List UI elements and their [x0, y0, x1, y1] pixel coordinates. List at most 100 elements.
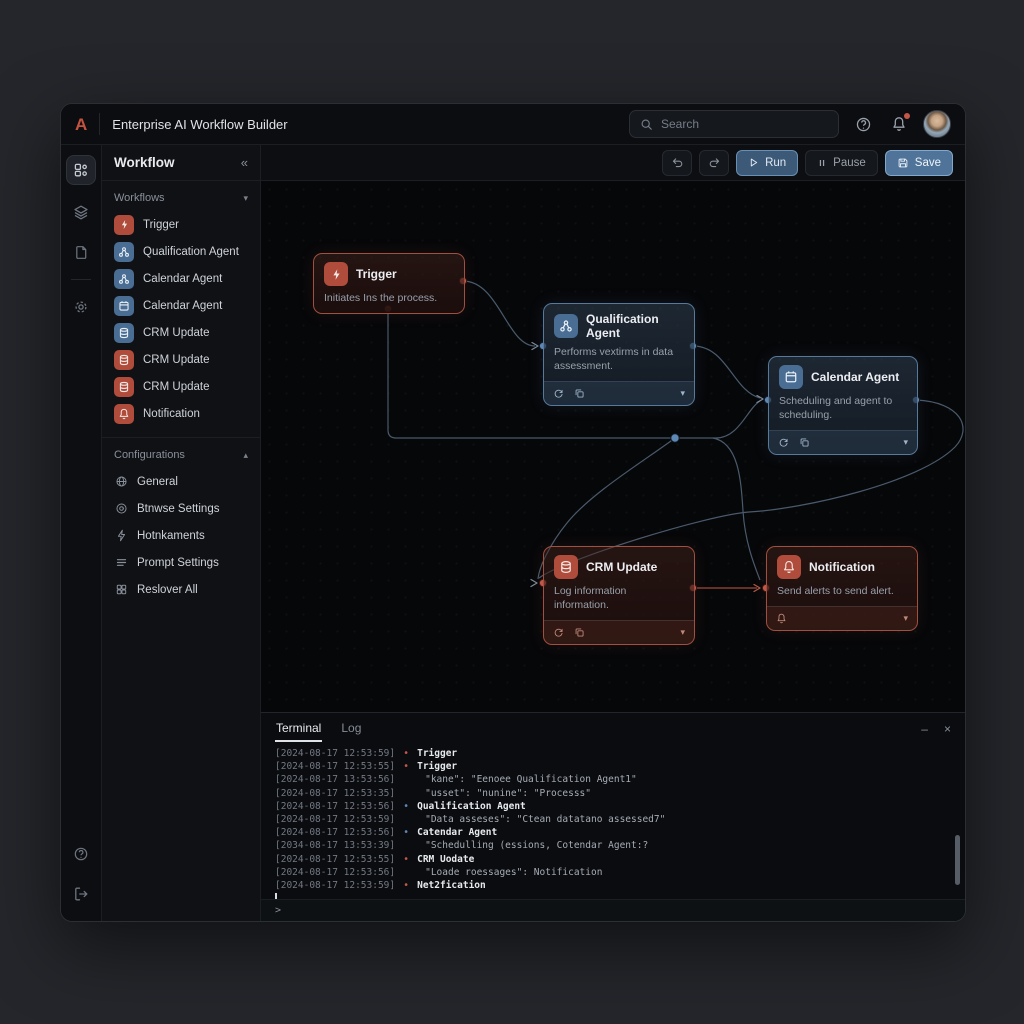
search-input[interactable]: Search — [629, 110, 839, 138]
sidebar-item-label: Btnwse Settings — [137, 502, 220, 515]
terminal-header: Terminal Log – × — [261, 713, 965, 742]
at-circle-icon — [114, 502, 128, 516]
chevron-up-icon: ▴ — [243, 449, 248, 460]
sidebar-item-qualification-agent[interactable]: Qualification Agent — [102, 238, 260, 265]
redo-button[interactable] — [699, 149, 730, 176]
rail-item-workflow[interactable] — [66, 155, 96, 185]
play-icon — [748, 157, 759, 168]
refresh-icon[interactable] — [778, 437, 789, 448]
sidebar-item-trigger[interactable]: Trigger — [102, 211, 260, 238]
workflow-canvas[interactable]: Trigger Initiates Ins the process. Quali… — [261, 181, 965, 712]
log-timestamp: [2034-08-17 13:53:39] — [275, 840, 396, 852]
sidebar-title: Workflow — [114, 155, 175, 170]
save-button[interactable]: Save — [884, 149, 953, 176]
collapse-sidebar-icon[interactable]: « — [240, 155, 248, 170]
connection-edge — [462, 280, 536, 347]
sidebar-item-label: Notification — [143, 407, 200, 420]
copy-icon[interactable] — [574, 388, 585, 399]
sidebar-item-reslover-all[interactable]: Reslover All — [102, 576, 260, 603]
chevron-down-icon[interactable]: ▾ — [680, 627, 685, 638]
node-crm-update[interactable]: CRM Update Log information information. … — [543, 546, 695, 646]
calendar-icon — [779, 365, 803, 389]
minimize-icon[interactable]: – — [921, 722, 928, 736]
sidebar-item-notification[interactable]: Notification — [102, 400, 260, 427]
save-label: Save — [914, 156, 941, 169]
layers-icon — [73, 204, 89, 220]
node-notification[interactable]: Notification Send alerts to send alert. … — [766, 546, 918, 632]
sidebar-item-calendar-agent-1[interactable]: Calendar Agent — [102, 265, 260, 292]
file-icon — [74, 245, 89, 260]
database-icon — [114, 349, 134, 370]
sidebar-item-hotnkaments[interactable]: Hotnkaments — [102, 522, 260, 549]
connection-edge — [692, 345, 761, 399]
chevron-down-icon[interactable]: ▾ — [903, 437, 908, 448]
app-window: A Enterprise AI Workflow Builder Search — [60, 103, 966, 922]
database-icon — [114, 322, 134, 343]
log-text: "Loade roessages": Notification — [425, 866, 603, 878]
sidebar-item-crm-update-3[interactable]: CRM Update — [102, 373, 260, 400]
tab-log[interactable]: Log — [341, 721, 362, 735]
help-button[interactable] — [851, 112, 875, 136]
bell-icon[interactable] — [776, 613, 787, 624]
refresh-icon[interactable] — [553, 627, 564, 638]
sidebar-item-crm-update-2[interactable]: CRM Update — [102, 346, 260, 373]
rail-item-help[interactable] — [68, 841, 94, 867]
log-line: [2024-08-17 12:53:56]•"Loade roessages":… — [275, 866, 951, 879]
section-label: Workflows — [114, 192, 165, 204]
node-calendar-agent[interactable]: Calendar Agent Scheduling and agent to s… — [768, 356, 918, 456]
run-button[interactable]: Run — [736, 149, 799, 176]
rail-item-settings[interactable] — [68, 294, 94, 320]
log-line: [2024-08-17 12:53:55]•Trigger — [275, 760, 951, 773]
help-circle-icon — [73, 846, 89, 862]
undo-button[interactable] — [662, 149, 693, 176]
rail-item-logout[interactable] — [68, 881, 94, 907]
log-text: "usset": "nunine": "Processs" — [425, 787, 591, 799]
canvas-toolbar: Run Pause Save — [261, 145, 965, 181]
refresh-icon[interactable] — [553, 388, 564, 399]
arrowhead — [756, 394, 764, 404]
chevron-down-icon[interactable]: ▾ — [680, 388, 685, 399]
log-line: [2024-08-17 12:53:59]•"Data asseses": "C… — [275, 813, 951, 826]
notifications-button[interactable] — [887, 112, 911, 136]
zap-icon — [114, 214, 134, 235]
node-trigger[interactable]: Trigger Initiates Ins the process. — [313, 253, 465, 315]
rail-item-layers[interactable] — [68, 199, 94, 225]
sidebar-item-label: Calendar Agent — [143, 299, 223, 312]
pause-label: Pause — [833, 156, 866, 169]
log-bullet: • — [403, 761, 409, 773]
app-logo: A — [75, 114, 88, 134]
terminal-controls: – × — [921, 722, 951, 742]
chevron-down-icon[interactable]: ▾ — [903, 613, 908, 624]
node-header: Calendar Agent — [769, 357, 917, 391]
log-text: Catendar Agent — [417, 827, 498, 839]
agent-nodes-icon — [114, 241, 134, 262]
log-line: [2024-08-17 13:53:56]•"kane": "Eenoee Qu… — [275, 773, 951, 786]
rail-item-files[interactable] — [68, 239, 94, 265]
sidebar-divider — [102, 437, 260, 438]
node-description: Log information information. — [554, 585, 627, 612]
sidebar-item-general[interactable]: General — [102, 468, 260, 495]
terminal-prompt[interactable]: > — [261, 899, 965, 921]
sidebar-item-calendar-agent-2[interactable]: Calendar Agent — [102, 292, 260, 319]
sidebar-item-crm-update-1[interactable]: CRM Update — [102, 319, 260, 346]
close-icon[interactable]: × — [943, 722, 951, 736]
sidebar-item-prompt-settings[interactable]: Prompt Settings — [102, 549, 260, 576]
terminal-cursor — [275, 893, 277, 899]
log-timestamp: [2024-08-17 12:53:59] — [275, 748, 396, 759]
user-avatar[interactable] — [923, 110, 951, 138]
sidebar-item-label: CRM Update — [143, 353, 210, 366]
sidebar-item-btnwse-settings[interactable]: Btnwse Settings — [102, 495, 260, 522]
section-workflows[interactable]: Workflows ▾ — [102, 181, 260, 211]
terminal-scrollbar[interactable] — [955, 835, 960, 885]
pause-button[interactable]: Pause — [805, 149, 878, 176]
section-configurations[interactable]: Configurations ▴ — [102, 438, 260, 468]
copy-icon[interactable] — [799, 437, 810, 448]
copy-icon[interactable] — [574, 627, 585, 638]
node-qualification-agent[interactable]: Qualification Agent Performs vextirms in… — [543, 303, 695, 407]
arrowhead — [530, 578, 538, 588]
terminal-log[interactable]: [2024-08-17 12:53:59]•Trigger [2024-08-1… — [261, 742, 965, 899]
tab-terminal[interactable]: Terminal — [275, 715, 323, 742]
save-icon — [897, 157, 909, 169]
node-footer: ▾ — [544, 620, 694, 645]
log-timestamp: [2024-08-17 12:53:59] — [275, 880, 396, 892]
